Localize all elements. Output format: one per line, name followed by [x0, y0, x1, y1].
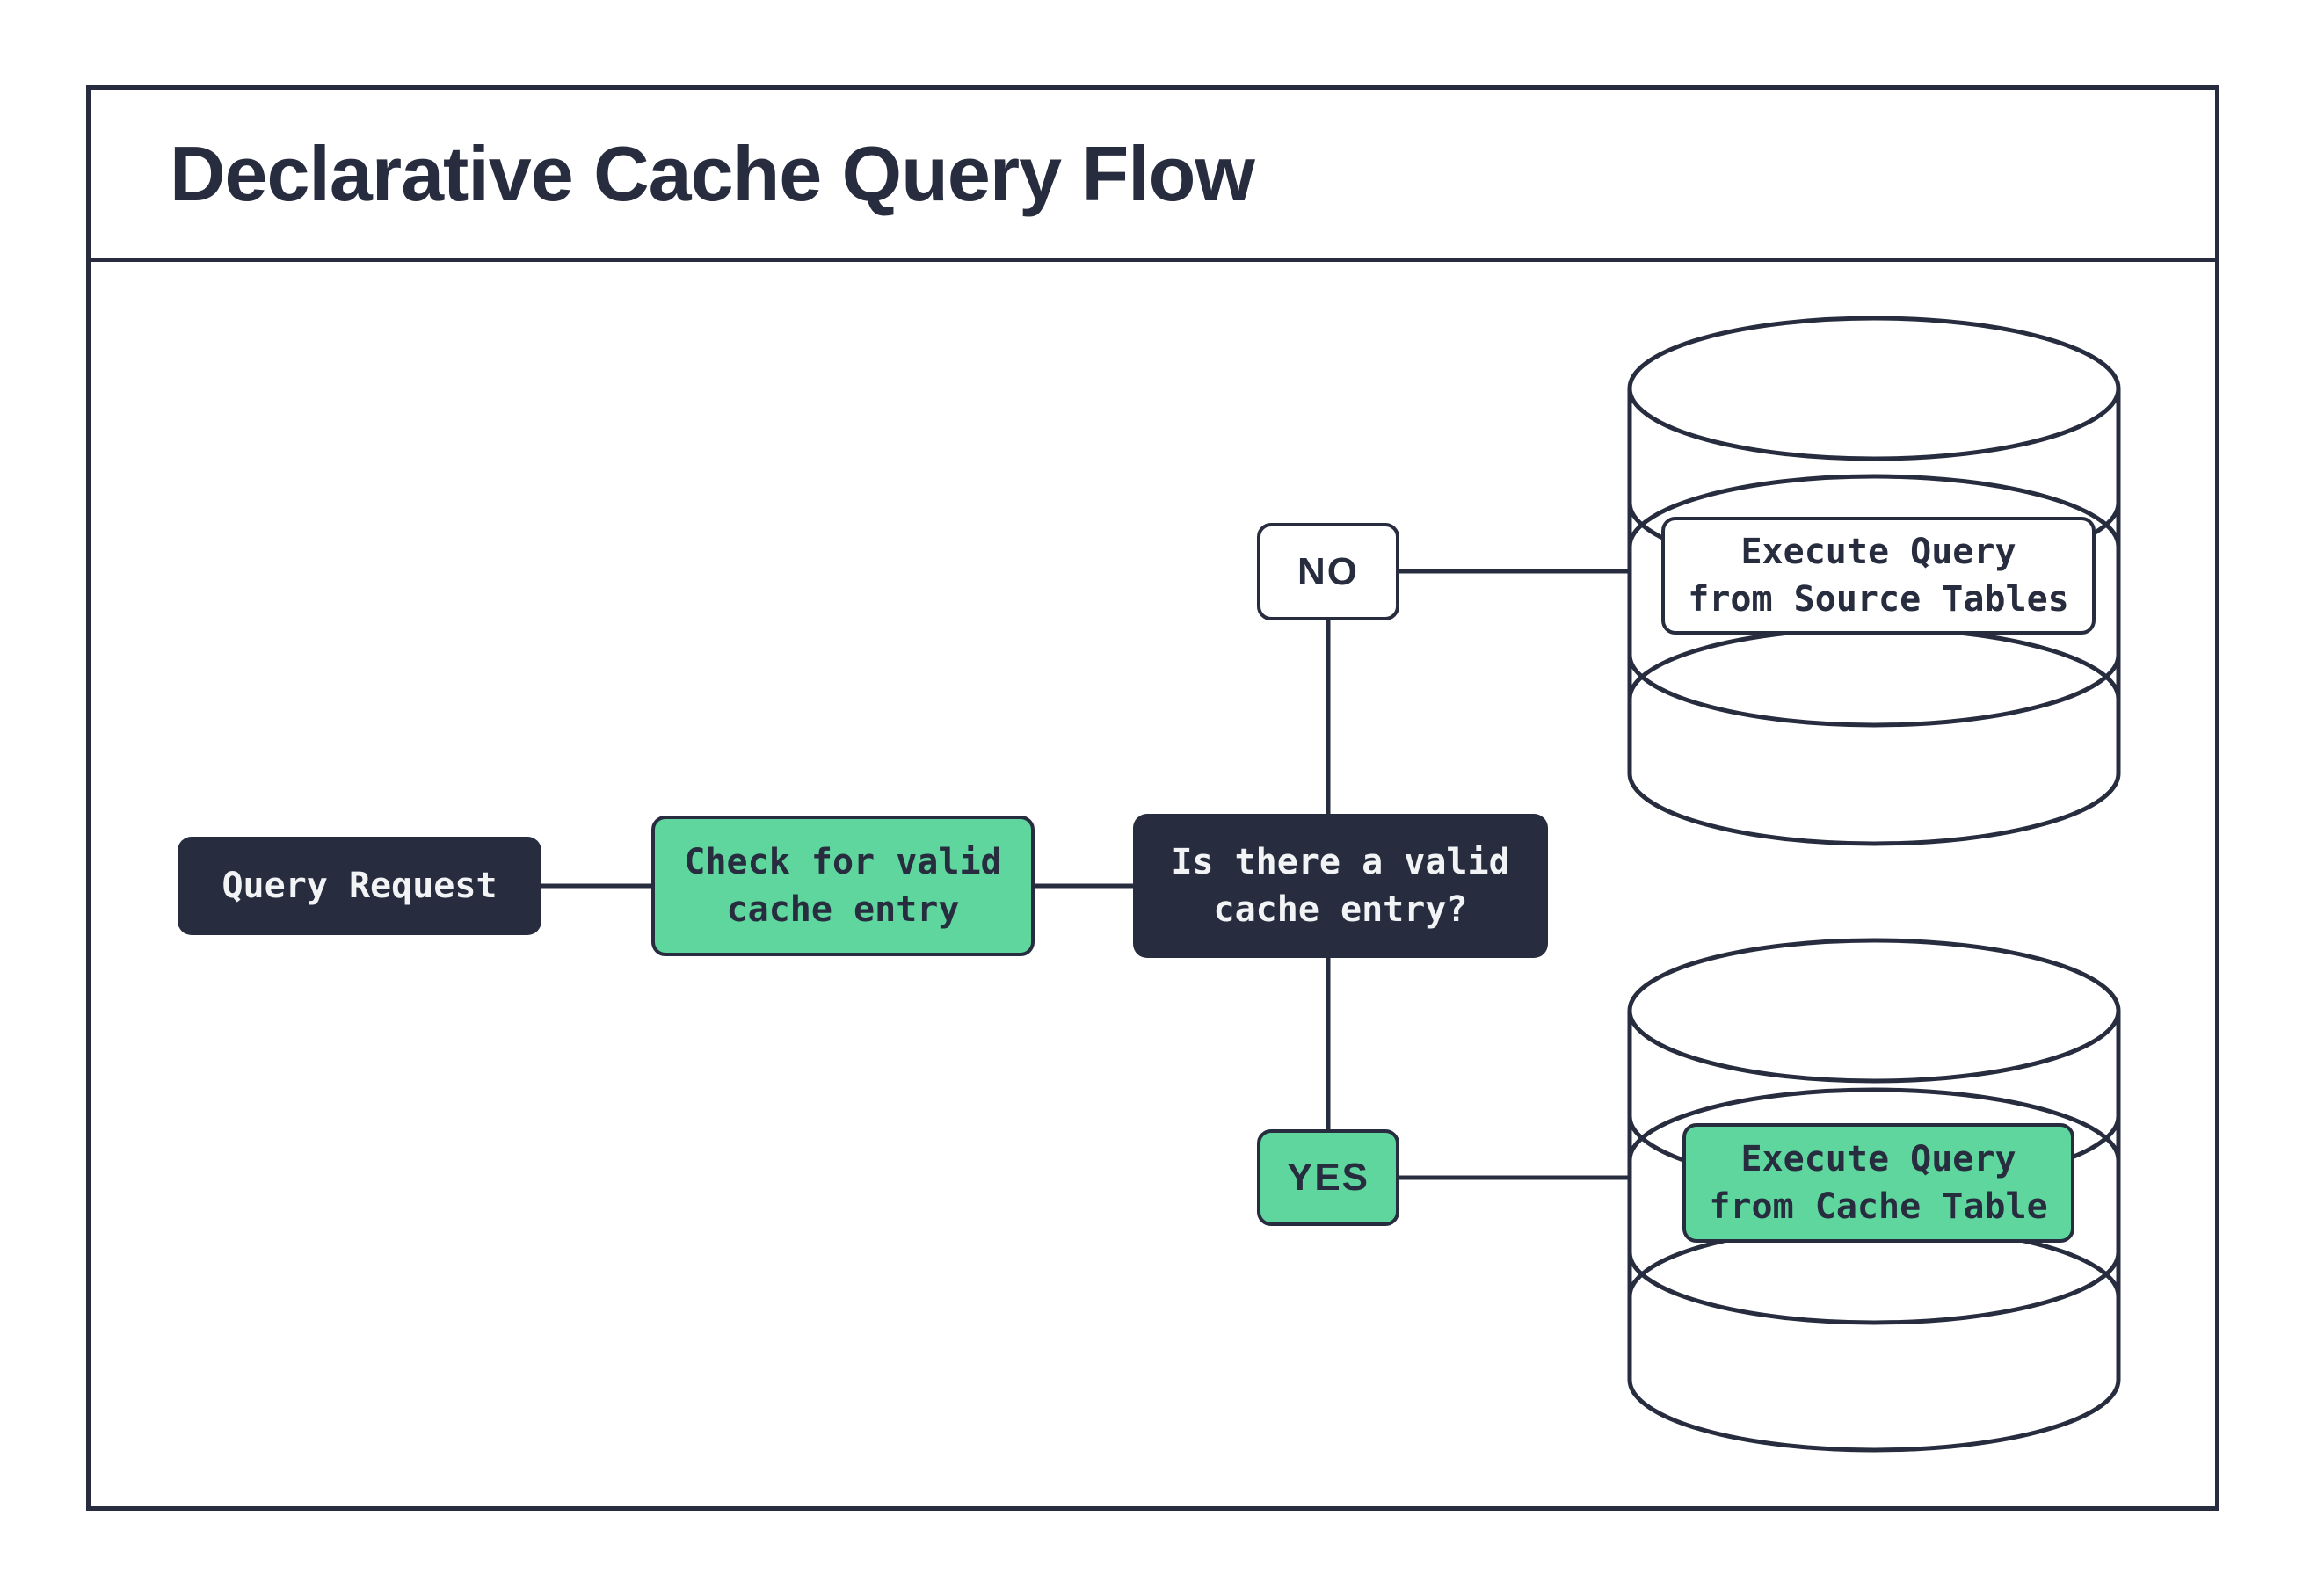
cylinder-seam-arc	[1627, 474, 2121, 548]
edge-label-yes: YES	[1257, 1129, 1399, 1226]
cylinder-bottom-arc	[1627, 773, 2121, 846]
node-query-request: Query Request	[178, 837, 541, 935]
page-title: Declarative Cache Query Flow	[170, 129, 1255, 217]
edge-label-no: NO	[1257, 523, 1399, 620]
node-label-line1: Is there a valid	[1171, 842, 1510, 882]
node-label-line2: cache entry	[726, 889, 960, 930]
cylinder-seam-arc	[1627, 1251, 2121, 1325]
cylinder-seam-arc	[1627, 1087, 2121, 1161]
cylinder-seam-arc	[1627, 654, 2121, 728]
edge-label-text: NO	[1297, 549, 1359, 593]
diagram-frame	[86, 85, 2219, 1511]
node-label-line1: Check for valid	[684, 842, 1002, 882]
cylinder-bottom-arc	[1627, 1379, 2121, 1453]
node-label: Query Request	[222, 866, 498, 906]
node-execute-cache-table: Execute Query from Cache Table	[1682, 1123, 2074, 1243]
node-execute-source-tables: Execute Query from Source Tables	[1661, 517, 2096, 635]
node-label-line1: Execute Query	[1740, 532, 2016, 572]
node-label-line1: Execute Query	[1740, 1139, 2016, 1179]
edge-label-text: YES	[1286, 1156, 1370, 1200]
node-label-line2: cache entry?	[1213, 889, 1468, 930]
node-check-cache: Check for valid cache entry	[651, 816, 1035, 956]
node-label-line2: from Cache Table	[1709, 1186, 2048, 1227]
node-decision-valid-cache: Is there a valid cache entry?	[1133, 814, 1548, 958]
diagram-header: Declarative Cache Query Flow	[86, 85, 2219, 262]
node-label-line2: from Source Tables	[1688, 579, 2069, 620]
